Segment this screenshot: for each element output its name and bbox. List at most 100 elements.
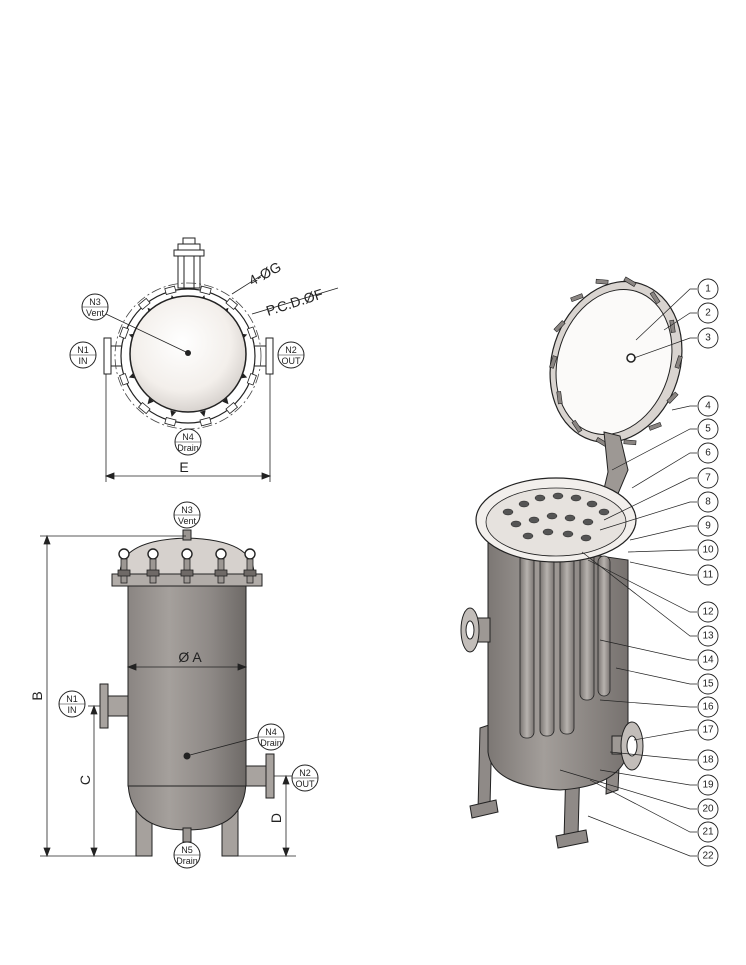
- svg-text:Drain: Drain: [260, 738, 282, 748]
- clamp-block: [164, 417, 177, 427]
- dimension-b: [40, 534, 186, 858]
- dimension-d-label: D: [268, 813, 284, 823]
- callout-number: 11: [703, 570, 714, 581]
- lid-lug: [674, 355, 683, 369]
- callout-number: 9: [705, 521, 711, 532]
- clamp-block: [164, 285, 177, 295]
- callout-circle: [697, 798, 719, 820]
- eye-nut: [244, 548, 256, 560]
- lid-lug: [556, 391, 563, 405]
- callout-leader: [627, 549, 697, 553]
- callout-circle: [697, 774, 719, 796]
- svg-text:IN: IN: [79, 356, 88, 366]
- lid-lug: [623, 276, 637, 287]
- dimension-b-label: B: [29, 691, 45, 700]
- clamp-block: [225, 297, 239, 310]
- lid-lug: [595, 278, 609, 285]
- clamp-wedge: [170, 410, 177, 417]
- callout-number: 1: [705, 284, 711, 295]
- swing-bolt-clamps: [119, 285, 257, 427]
- callout-number: 13: [702, 631, 714, 642]
- svg-text:N1: N1: [66, 694, 78, 704]
- clamp-block: [137, 297, 151, 310]
- callout-leader: [603, 477, 697, 521]
- svg-text:N1: N1: [77, 345, 89, 355]
- plate-hole: [502, 508, 514, 516]
- plate-hole: [580, 534, 592, 542]
- lid-lug: [571, 419, 583, 433]
- front-swing-bolts: [117, 548, 257, 584]
- inlet-nozzle-top-view: [103, 337, 124, 375]
- callout-number: 19: [702, 780, 714, 791]
- callout-number: 15: [702, 679, 714, 690]
- callout-leader: [629, 561, 697, 576]
- callout-number: 3: [705, 333, 711, 344]
- clamp-block: [246, 373, 257, 386]
- bolt-nut: [180, 569, 194, 577]
- side-drain-leader: [189, 736, 259, 756]
- callout-leader: [599, 769, 697, 786]
- callout-number: 22: [702, 851, 714, 862]
- callout-circle: [697, 395, 719, 417]
- vent-stub: [182, 529, 192, 541]
- bolt-nut: [214, 569, 228, 577]
- dimension-a-label: Ø A: [178, 649, 202, 665]
- eye-nut: [215, 548, 227, 560]
- iso-outlet-nozzle: [611, 721, 644, 771]
- callout-number: 7: [705, 473, 711, 484]
- callout-leader: [663, 312, 697, 331]
- plate-hole: [598, 508, 610, 516]
- callout-circle: [697, 515, 719, 537]
- bottom-drain-stub: [182, 827, 192, 843]
- plate-hole: [582, 518, 594, 526]
- callout-circle: [697, 539, 719, 561]
- callout-number: 17: [702, 725, 714, 736]
- plate-hole: [534, 494, 546, 502]
- top-view: 4-ØG P.C.D.ØF E N3 Vent N1 IN: [69, 237, 339, 482]
- svg-text:Drain: Drain: [176, 856, 198, 866]
- outlet-nozzle-front: [245, 753, 275, 799]
- bolt-nut: [117, 569, 131, 577]
- callout-leader: [635, 288, 697, 341]
- clamp-block: [119, 373, 130, 386]
- tag-n4-top: N4 Drain: [174, 428, 202, 456]
- callout-number: 2: [705, 308, 711, 319]
- iso-filter-bags: [519, 547, 611, 739]
- callout-circle: [697, 491, 719, 513]
- svg-text:N2: N2: [285, 345, 297, 355]
- svg-text:N4: N4: [182, 432, 194, 442]
- clamp-wedge: [199, 410, 206, 417]
- plate-hole: [546, 512, 558, 520]
- tag-n4-front: N4 Drain: [257, 723, 285, 751]
- callout-leader: [599, 639, 697, 661]
- tag-n3-front: N3 Vent: [173, 501, 201, 529]
- eye-nut: [181, 548, 193, 560]
- callout-number: 10: [702, 545, 714, 556]
- svg-text:OUT: OUT: [296, 779, 316, 789]
- plate-hole: [562, 530, 574, 538]
- pcd-label: P.C.D.ØF: [264, 285, 325, 318]
- vent-point: [185, 350, 191, 356]
- callout-leader: [671, 405, 697, 411]
- callout-circle: [697, 845, 719, 867]
- clamp-block: [199, 285, 212, 295]
- bolt-hole-leader: [231, 274, 263, 295]
- plate-hole: [518, 500, 530, 508]
- callout-number: 8: [705, 497, 711, 508]
- callout-leader: [615, 667, 697, 685]
- pcd-leader: [251, 287, 339, 315]
- eye-nut: [118, 548, 130, 560]
- callout-circle: [697, 302, 719, 324]
- clamp-block: [246, 326, 257, 339]
- callout-circle: [697, 749, 719, 771]
- dimension-e-label: E: [179, 459, 188, 475]
- callout-circle: [697, 327, 719, 349]
- side-drain-point: [183, 752, 191, 760]
- bolt-nut: [146, 569, 160, 577]
- plate-hole: [586, 500, 598, 508]
- bolt-holes-label: 4-ØG: [246, 258, 284, 288]
- svg-text:IN: IN: [68, 705, 77, 715]
- callout-number: 14: [702, 655, 714, 666]
